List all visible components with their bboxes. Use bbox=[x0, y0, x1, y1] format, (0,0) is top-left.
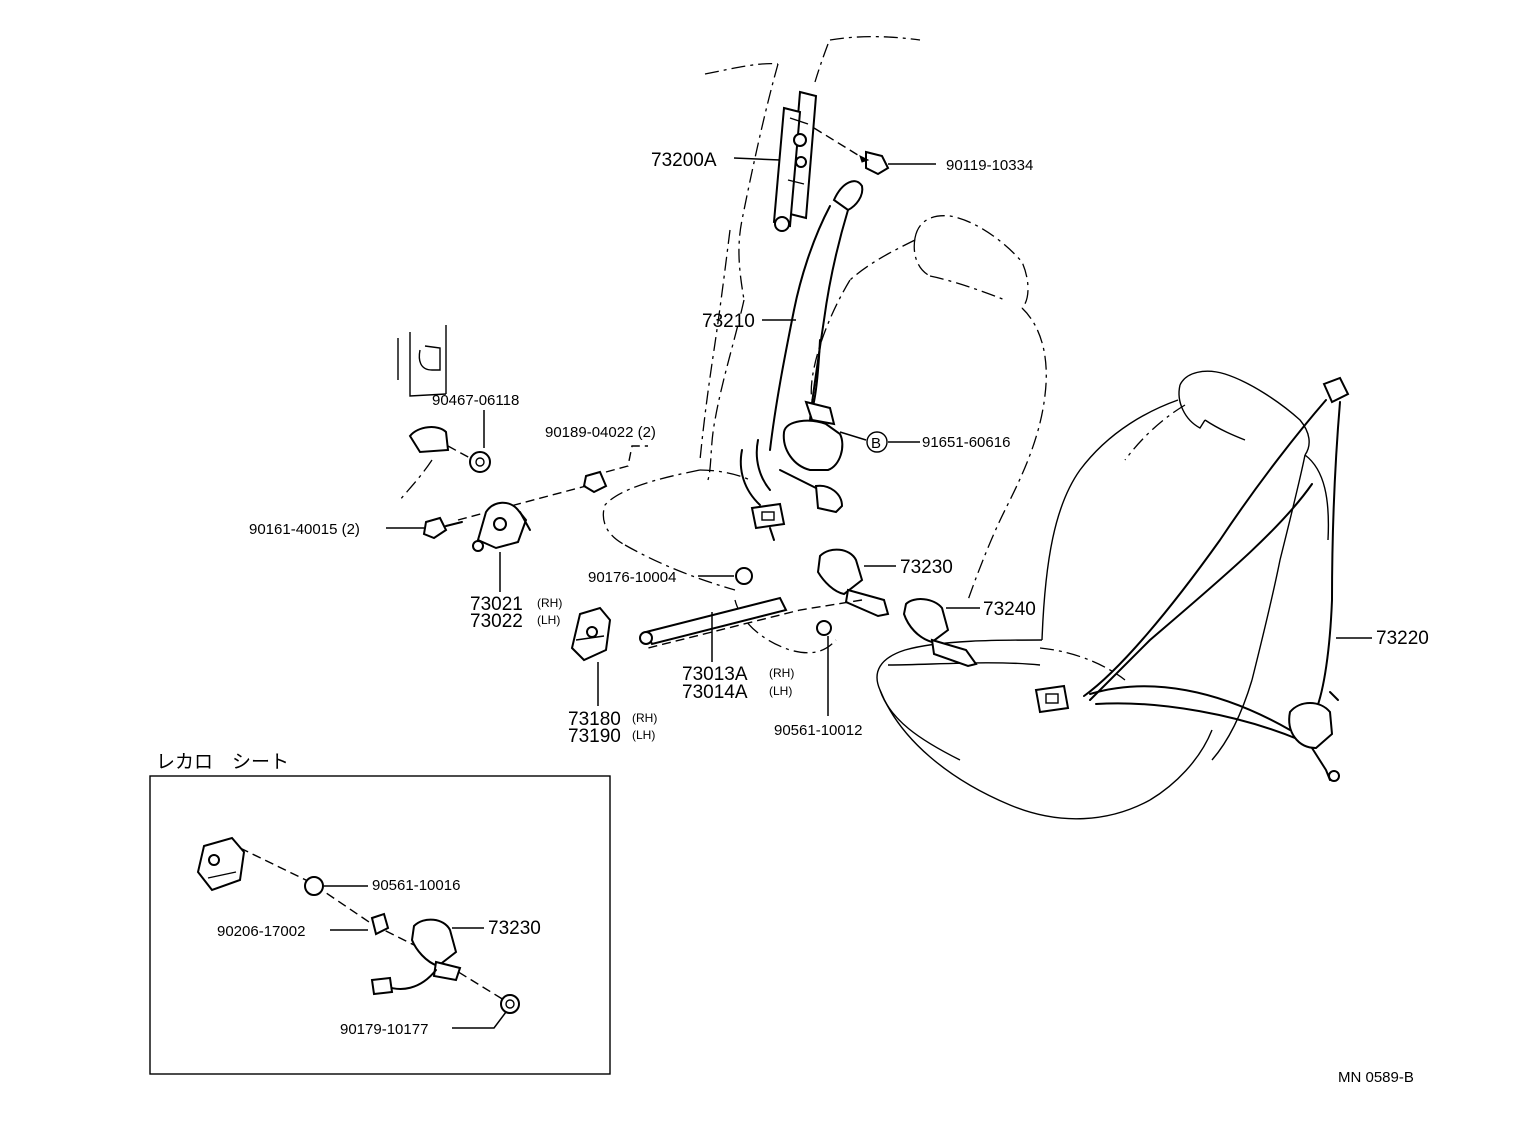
callout-73230: 73230 bbox=[900, 557, 953, 578]
callout-90467-06118: 90467-06118 bbox=[432, 392, 519, 409]
diagram-code: MN 0589-B bbox=[1338, 1069, 1414, 1086]
inset-frame bbox=[149, 775, 611, 1075]
side-mark-rh-73021: (RH) bbox=[537, 596, 562, 610]
callout-73180: 73180 bbox=[568, 709, 621, 730]
callout-90176-10004: 90176-10004 bbox=[588, 569, 676, 586]
side-mark-rh-73013a: (RH) bbox=[769, 666, 794, 680]
nut-90561 bbox=[816, 620, 832, 636]
bolt-90119 bbox=[859, 150, 890, 176]
leader-lines bbox=[386, 157, 1372, 716]
nut-90189 bbox=[582, 470, 608, 494]
inset-title: レカロ シート bbox=[156, 752, 289, 773]
reference-marker-b: B bbox=[866, 431, 888, 453]
inset-nut-90561-10016 bbox=[304, 876, 324, 896]
callout-90189-04022: 90189-04022 (2) bbox=[545, 424, 656, 441]
assembly-line bbox=[447, 445, 471, 459]
bolt-90161 bbox=[422, 516, 463, 540]
side-mark-rh-73180: (RH) bbox=[632, 711, 657, 725]
callout-73021: 73021 bbox=[470, 594, 523, 615]
buckle-73230 bbox=[816, 548, 890, 618]
assembly-line bbox=[605, 445, 648, 473]
callout-73220: 73220 bbox=[1376, 628, 1429, 649]
body-pillar-outline bbox=[397, 35, 921, 501]
recaro-seat-inset: レカロ シート 90561-10016 90206-17002 bbox=[149, 752, 611, 1075]
callout-73240: 73240 bbox=[983, 599, 1036, 620]
inset-callout-90179-10177: 90179-10177 bbox=[340, 1021, 428, 1038]
side-mark-lh-73022: (LH) bbox=[537, 613, 560, 627]
assembly-line bbox=[457, 485, 587, 521]
inset-buckle-73230 bbox=[370, 918, 462, 996]
shoulder-anchor-adjuster bbox=[772, 90, 818, 232]
callout-73022: 73022 bbox=[470, 611, 523, 632]
assembly-line bbox=[647, 599, 863, 649]
passenger-seat-belt-73220 bbox=[1034, 376, 1350, 782]
callout-73013a: 73013A bbox=[682, 664, 748, 685]
callout-73200a: 73200A bbox=[651, 150, 717, 171]
inset-anchor-bracket bbox=[196, 836, 246, 892]
side-mark-lh-73190: (LH) bbox=[632, 728, 655, 742]
callout-91651-60616: 91651-60616 bbox=[922, 434, 1010, 451]
seat-rail-bracket-73180 bbox=[570, 606, 612, 662]
callout-73014a: 73014A bbox=[682, 682, 748, 703]
clip-90467 bbox=[469, 451, 491, 473]
nut-90176 bbox=[735, 567, 753, 585]
inset-callout-90206-17002: 90206-17002 bbox=[217, 923, 305, 940]
side-mark-lh-73014a: (LH) bbox=[769, 684, 792, 698]
buckle-73240 bbox=[902, 598, 978, 668]
inset-nut-90179-10177 bbox=[500, 994, 520, 1014]
callout-90119-10334: 90119-10334 bbox=[946, 157, 1033, 174]
cover-bracket bbox=[408, 426, 450, 454]
callout-90161-40015: 90161-40015 (2) bbox=[249, 521, 360, 538]
callout-73210: 73210 bbox=[702, 311, 755, 332]
inset-washer-90206-17002 bbox=[370, 912, 390, 936]
callout-73190: 73190 bbox=[568, 726, 621, 747]
inset-callout-90561-10016: 90561-10016 bbox=[372, 877, 460, 894]
seat-belt-anchor-73021 bbox=[472, 501, 531, 552]
inset-callout-73230: 73230 bbox=[488, 918, 541, 939]
front-seat-outline bbox=[602, 215, 1047, 654]
anchor-rod-73013a bbox=[639, 596, 788, 646]
front-seat-belt-73210 bbox=[739, 180, 864, 541]
assembly-line bbox=[813, 127, 867, 161]
callout-90561-10012: 90561-10012 bbox=[774, 722, 862, 739]
reference-marker-letter: B bbox=[871, 435, 881, 452]
inset-leader bbox=[452, 1011, 507, 1029]
